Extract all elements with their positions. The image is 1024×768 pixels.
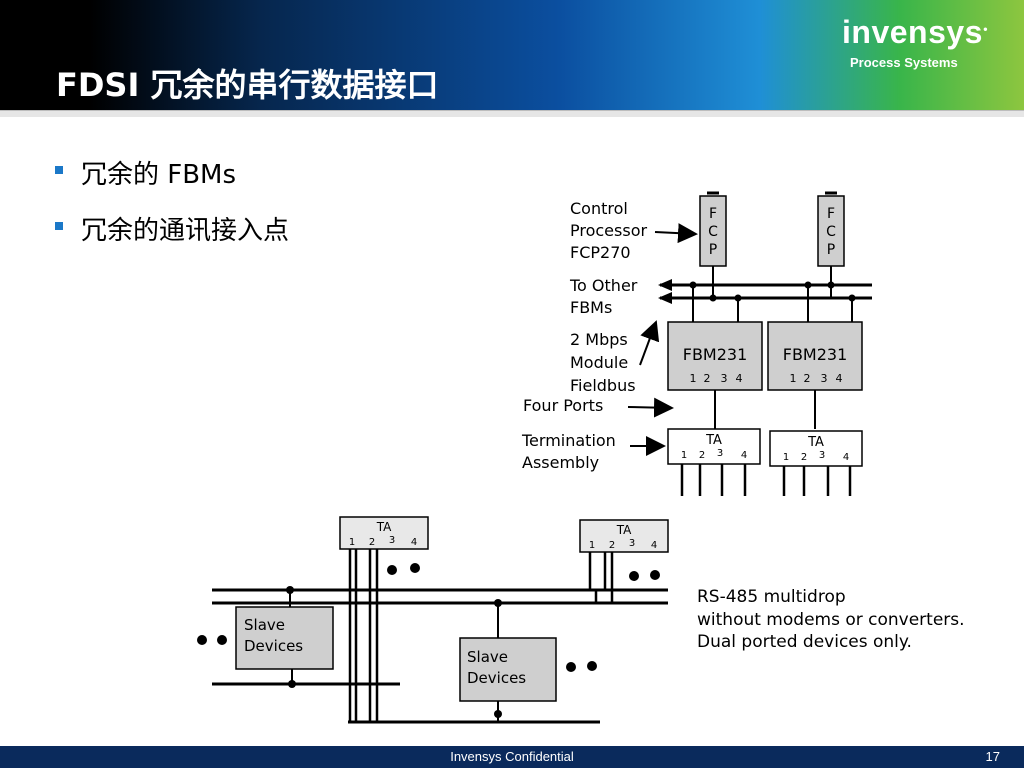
invensys-logo: invensys● (842, 14, 989, 50)
svg-text:Slave: Slave (244, 616, 285, 634)
bullet-item: 冗余的 FBMs (55, 154, 289, 210)
svg-text:1: 1 (783, 452, 789, 463)
bullet-text: 冗余的通讯接入点 (81, 216, 290, 246)
note-dual: Dual ported devices only. (697, 632, 912, 652)
svg-text:1: 1 (690, 372, 697, 385)
footer-confidential: Invensys Confidential (450, 749, 574, 764)
svg-text:C: C (708, 224, 718, 240)
svg-text:3: 3 (389, 535, 395, 546)
svg-text:2: 2 (704, 372, 711, 385)
label-control: Control (570, 199, 628, 218)
label-fbms: FBMs (570, 298, 612, 317)
svg-text:3: 3 (819, 450, 825, 461)
ta-box-upper-left: TA 1 2 3 4 (667, 428, 761, 465)
ta-box-lower-left: TA 1 2 3 4 (339, 516, 429, 550)
slide-title: FDSI 冗余的串行数据接口 (56, 66, 439, 104)
svg-text:FBM231: FBM231 (783, 345, 848, 364)
bullet-square-icon (55, 222, 63, 230)
svg-text:Devices: Devices (244, 637, 303, 655)
label-termination: Termination (521, 431, 616, 450)
label-module: Module (570, 353, 628, 372)
page-number: 17 (985, 749, 1000, 764)
svg-text:2: 2 (369, 537, 375, 548)
note-modems: without modems or converters. (697, 610, 965, 630)
svg-text:1: 1 (681, 450, 687, 461)
footer-bar: Invensys Confidential 17 (0, 746, 1024, 768)
svg-text:P: P (709, 242, 717, 258)
title-banner (0, 0, 1024, 110)
svg-text:Slave: Slave (467, 648, 508, 666)
fcp-box-right: F C P (817, 191, 845, 267)
svg-text:4: 4 (836, 372, 843, 385)
svg-text:4: 4 (651, 540, 657, 551)
bullet-list: 冗余的 FBMs 冗余的通讯接入点 (55, 154, 289, 266)
svg-text:3: 3 (717, 448, 723, 459)
svg-text:2: 2 (699, 450, 705, 461)
label-fcp270: FCP270 (570, 243, 631, 262)
slave-devices-right: Slave Devices (459, 637, 557, 702)
svg-text:4: 4 (741, 450, 747, 461)
label-fieldbus: Fieldbus (570, 376, 636, 395)
ta-box-upper-right: TA 1 2 3 4 (769, 430, 863, 467)
svg-text:F: F (827, 206, 835, 222)
label-2mbps: 2 Mbps (570, 330, 628, 349)
svg-text:2: 2 (609, 540, 615, 551)
svg-text:FBM231: FBM231 (683, 345, 748, 364)
bullet-square-icon (55, 166, 63, 174)
label-assembly: Assembly (522, 453, 599, 472)
label-to-other: To Other (569, 276, 638, 295)
fbm-box-right: FBM231 1 2 3 4 (767, 321, 863, 391)
fcp-box-left: F C P (699, 191, 727, 267)
bullet-text: 冗余的 FBMs (81, 160, 237, 190)
banner-divider (0, 110, 1024, 117)
svg-text:TA: TA (807, 435, 824, 450)
label-four-ports: Four Ports (523, 396, 603, 415)
svg-text:P: P (827, 242, 835, 258)
svg-text:4: 4 (843, 452, 849, 463)
logo-subtitle: Process Systems (850, 55, 958, 70)
svg-text:1: 1 (349, 537, 355, 548)
fbm-box-left: FBM231 1 2 3 4 (667, 321, 763, 391)
svg-text:3: 3 (629, 538, 635, 549)
ta-box-lower-right: TA 1 2 3 4 (579, 519, 669, 553)
svg-text:2: 2 (804, 372, 811, 385)
svg-text:TA: TA (376, 520, 392, 534)
bullet-item: 冗余的通讯接入点 (55, 210, 289, 266)
svg-text:1: 1 (589, 540, 595, 551)
label-processor: Processor (570, 221, 647, 240)
svg-text:4: 4 (736, 372, 743, 385)
svg-text:3: 3 (821, 372, 828, 385)
svg-text:Devices: Devices (467, 669, 526, 687)
svg-text:TA: TA (705, 433, 722, 448)
svg-text:F: F (709, 206, 717, 222)
svg-text:4: 4 (411, 537, 417, 548)
svg-text:3: 3 (721, 372, 728, 385)
svg-text:2: 2 (801, 452, 807, 463)
svg-text:1: 1 (790, 372, 797, 385)
svg-text:C: C (826, 224, 836, 240)
slave-devices-left: Slave Devices (235, 606, 334, 670)
svg-text:TA: TA (616, 523, 632, 537)
note-rs485: RS-485 multidrop (697, 587, 846, 607)
